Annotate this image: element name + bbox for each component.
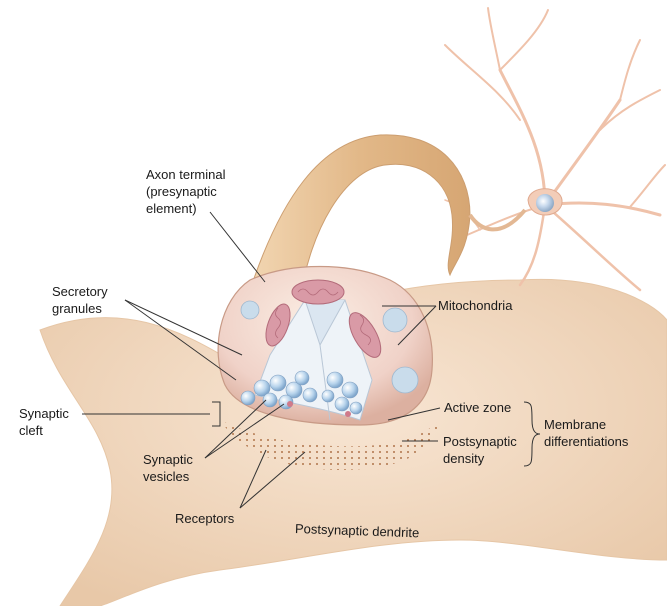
- neuron-cell: [445, 8, 665, 290]
- axon-terminal-line-3: element): [146, 200, 225, 217]
- mitochondria-label: Mitochondria: [438, 297, 512, 314]
- axon-terminal-line-2: (presynaptic: [146, 183, 225, 200]
- synaptic-vesicles-label: Synaptic vesicles: [143, 451, 193, 485]
- secretory-granules-line-1: Secretory: [52, 283, 108, 300]
- receptors-label: Receptors: [175, 510, 234, 527]
- postsynaptic-density-line-2: density: [443, 450, 517, 467]
- membrane-differentiations-line-2: differentiations: [544, 433, 628, 450]
- membrane-differentiations-line-1: Membrane: [544, 416, 628, 433]
- neuron-nucleus: [536, 194, 554, 212]
- membrane-differentiations-label: Membrane differentiations: [544, 416, 628, 450]
- axon-terminal-line-1: Axon terminal: [146, 166, 225, 183]
- synaptic-cleft-line-1: Synaptic: [19, 405, 69, 422]
- synaptic-cleft-line-2: cleft: [19, 422, 69, 439]
- axon-terminal-label: Axon terminal (presynaptic element): [146, 166, 225, 217]
- synaptic-vesicles-line-2: vesicles: [143, 468, 193, 485]
- secretory-granules-line-2: granules: [52, 300, 108, 317]
- active-zone-label: Active zone: [444, 399, 511, 416]
- postsynaptic-density-label: Postsynaptic density: [443, 433, 517, 467]
- synaptic-cleft-label: Synaptic cleft: [19, 405, 69, 439]
- synaptic-vesicles-line-1: Synaptic: [143, 451, 193, 468]
- secretory-granules-label: Secretory granules: [52, 283, 108, 317]
- postsynaptic-density-line-1: Postsynaptic: [443, 433, 517, 450]
